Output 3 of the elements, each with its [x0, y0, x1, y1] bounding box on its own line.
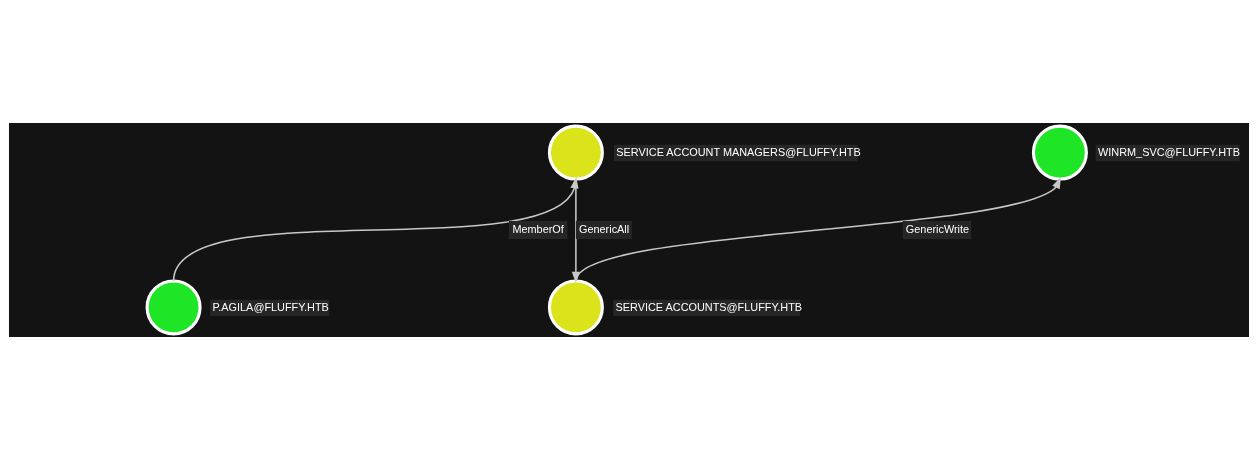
edge-label: GenericWrite — [905, 223, 970, 236]
edge-label: MemberOf — [512, 223, 564, 236]
edge-label: GenericAll — [579, 223, 630, 236]
